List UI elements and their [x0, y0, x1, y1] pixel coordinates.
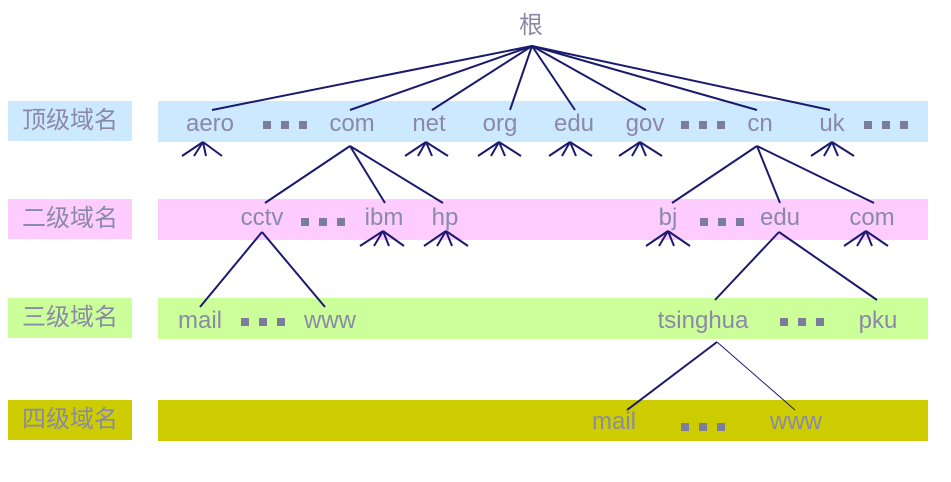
edge-tsinghua-mail: [626, 341, 718, 411]
fan-com2: [843, 230, 889, 247]
edge-edu-tsinghua: [714, 231, 780, 301]
third-level-label: 三级域名: [8, 298, 132, 338]
fan-net: [404, 141, 449, 157]
edge-tsinghua-www: [716, 341, 796, 411]
domain-bj: bj: [658, 204, 678, 231]
domain-www-tsinghua: www: [770, 408, 822, 435]
edge-root-edu: [531, 45, 576, 111]
domain-org: org: [482, 110, 518, 137]
edge-cctv-www: [261, 231, 326, 308]
edge-com-hp: [349, 145, 444, 204]
domain-gov: gov: [625, 110, 665, 137]
domain-hp: hp: [431, 204, 459, 231]
domain-cn: cn: [747, 110, 773, 137]
fan-bj: [645, 230, 691, 247]
edge-root-net: [431, 45, 533, 111]
edge-root-gov: [531, 45, 647, 111]
second-level-band: [158, 199, 928, 240]
domain-mail-tsinghua: mail: [591, 408, 637, 435]
edge-root-org: [509, 45, 533, 111]
ellipsis-fourth-1: [681, 423, 725, 431]
fan-uk: [810, 141, 855, 157]
root-node: 根: [519, 12, 543, 39]
fan-ibm: [359, 230, 405, 247]
edge-edu-pku: [778, 231, 878, 301]
edge-root-cn: [531, 45, 758, 111]
edge-root-aero: [211, 45, 533, 111]
domain-com: com: [329, 110, 375, 137]
domain-aero: aero: [185, 110, 235, 137]
domain-uk: uk: [819, 110, 845, 137]
domain-edu-cn: edu: [759, 204, 801, 231]
ellipsis-top-3: [864, 121, 908, 129]
fan-org: [477, 141, 522, 157]
edge-root-com: [349, 45, 533, 111]
fan-hp: [423, 230, 469, 247]
ellipsis-third-2: [780, 318, 824, 326]
edge-cctv-mail: [199, 231, 263, 308]
fan-aero: [181, 141, 223, 157]
edge-cn-bj: [671, 145, 758, 204]
edge-cn-edu: [756, 145, 781, 204]
domain-www-cctv: www: [304, 307, 356, 334]
domain-tsinghua: tsinghua: [657, 307, 749, 334]
fan-edu: [548, 141, 593, 157]
fan-gov: [618, 141, 663, 157]
ellipsis-second-2: [700, 218, 744, 226]
edge-com-cctv: [264, 145, 351, 204]
edge-cn-com: [756, 145, 875, 204]
edge-com-ibm: [349, 145, 386, 204]
ellipsis-top-1: [263, 121, 307, 129]
top-level-label: 顶级域名: [8, 101, 132, 141]
fourth-level-band: [158, 400, 928, 441]
second-level-label: 二级域名: [8, 199, 132, 239]
domain-cctv: cctv: [240, 204, 284, 231]
domain-mail-cctv: mail: [177, 307, 223, 334]
fourth-level-label: 四级域名: [8, 400, 132, 440]
edge-root-uk: [531, 45, 831, 111]
ellipsis-top-2: [681, 121, 725, 129]
domain-ibm: ibm: [364, 204, 404, 231]
ellipsis-third-1: [241, 318, 285, 326]
ellipsis-second-1: [301, 218, 345, 226]
domain-com-cn: com: [849, 204, 895, 231]
domain-pku: pku: [858, 307, 898, 334]
domain-edu: edu: [553, 110, 595, 137]
domain-net: net: [412, 110, 446, 137]
